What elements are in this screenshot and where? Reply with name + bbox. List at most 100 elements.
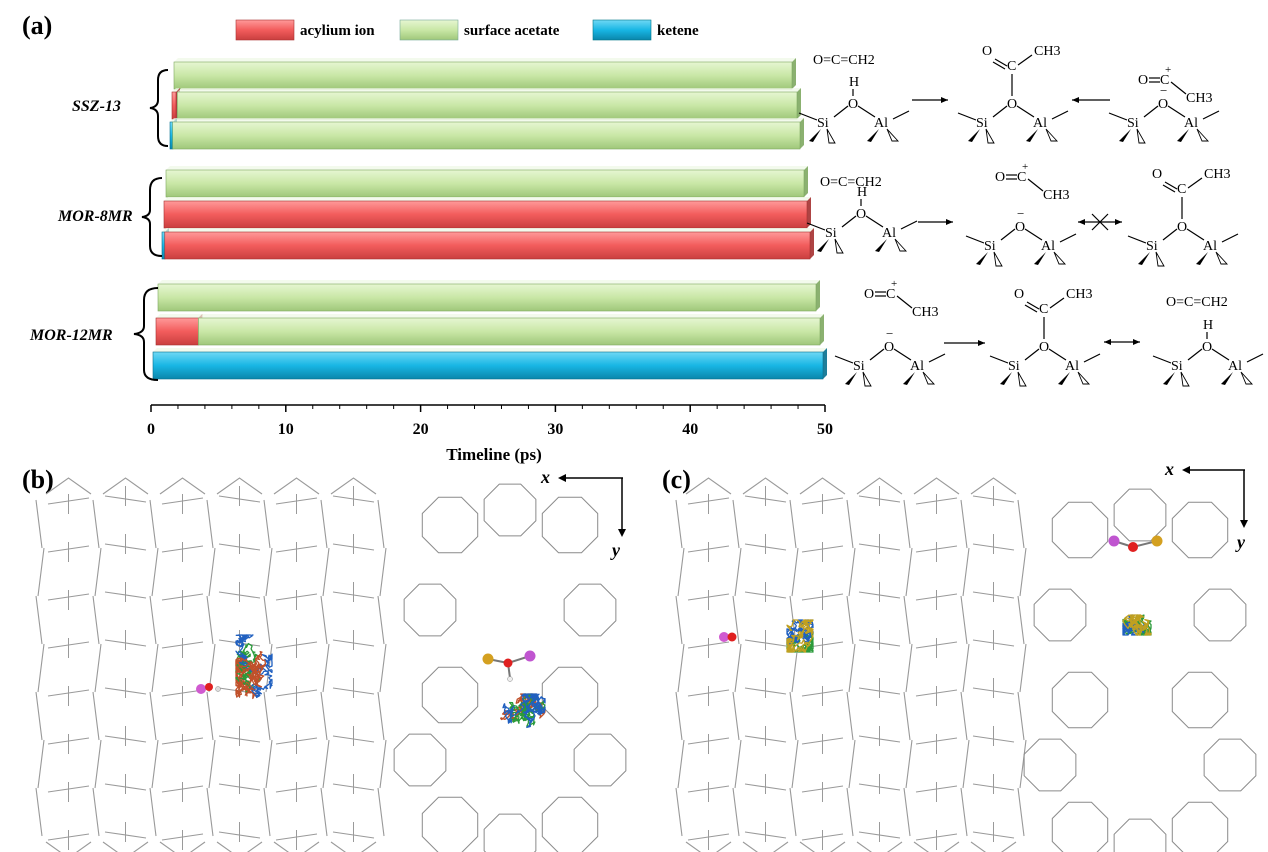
svg-text:O: O	[864, 287, 874, 302]
svg-text:CH3: CH3	[1186, 91, 1212, 106]
x-tick-label-30: 30	[547, 421, 563, 438]
svg-text:CH3: CH3	[1034, 44, 1060, 59]
atom-b-top-o	[503, 658, 513, 668]
bar-0-0-0	[173, 58, 796, 90]
bar-segment-acylium-ion	[171, 91, 177, 120]
panel-label-b: (b)	[22, 465, 54, 494]
svg-text:O=C=CH2: O=C=CH2	[813, 53, 875, 68]
bar-segment-acylium-ion	[163, 200, 808, 229]
svg-text:O: O	[1015, 220, 1025, 235]
axes-indicator-c: x y	[1164, 459, 1248, 552]
svg-text:C: C	[886, 287, 895, 302]
svg-text:Al: Al	[1203, 239, 1217, 254]
trajectory-c-top	[1122, 614, 1152, 636]
bar-segment-surface-acetate	[198, 317, 821, 346]
x-tick-label-40: 40	[682, 421, 698, 438]
svg-text:C: C	[1039, 302, 1048, 317]
svg-text:C: C	[1160, 73, 1169, 88]
svg-text:O: O	[1007, 97, 1017, 112]
panel-label-c: (c)	[662, 465, 691, 494]
svg-text:Al: Al	[910, 359, 924, 374]
bar-segment-surface-acetate	[172, 121, 801, 150]
svg-text:C: C	[1177, 182, 1186, 197]
atom-c-side-2	[727, 632, 737, 642]
svg-text:−: −	[1017, 206, 1024, 221]
svg-text:Si: Si	[853, 359, 865, 374]
svg-text:+: +	[1022, 161, 1028, 173]
x-tick-label-20: 20	[413, 421, 429, 438]
bar-1-2-1	[164, 228, 814, 260]
bar-0-1-1	[177, 88, 801, 120]
x-tick-label-10: 10	[278, 421, 294, 438]
axis-x-label-b: x	[540, 467, 550, 487]
bar-0-2-1	[172, 118, 804, 150]
bar-segment-surface-acetate	[177, 91, 798, 120]
bar-segment-acylium-ion	[155, 317, 199, 346]
framework-b-top-view	[393, 483, 627, 852]
svg-text:O: O	[848, 97, 858, 112]
svg-text:Al: Al	[882, 226, 896, 241]
svg-text:Si: Si	[976, 116, 988, 131]
atom-c-top-al	[1151, 535, 1163, 547]
svg-text:−: −	[886, 326, 893, 341]
panel-label-a: (a)	[22, 11, 52, 40]
framework-c-side-view	[675, 477, 1027, 852]
legend-swatch-acylium	[235, 19, 295, 41]
molecules-b	[196, 634, 546, 729]
svg-text:O: O	[982, 44, 992, 59]
group-label-mor8: MOR-8MR	[57, 208, 133, 225]
svg-text:H: H	[849, 75, 859, 90]
molecules-c	[719, 535, 1163, 653]
atom-b-side-2	[205, 683, 213, 691]
svg-text:O=C=CH2: O=C=CH2	[820, 175, 882, 190]
bar-1-0-0	[165, 166, 808, 198]
timeline-bars	[152, 58, 827, 380]
bar-1-1-0	[163, 197, 811, 229]
bar-segment-acylium-ion	[164, 231, 811, 260]
trajectory-c-side	[786, 619, 814, 653]
svg-text:C: C	[1017, 170, 1026, 185]
svg-text:Si: Si	[825, 226, 837, 241]
brace-mor8	[141, 177, 163, 257]
svg-text:Al: Al	[1065, 359, 1079, 374]
axis-y-label-c: y	[1235, 532, 1246, 552]
svg-text:O: O	[1138, 73, 1148, 88]
legend-label-acylium: acylium ion	[300, 23, 375, 39]
legend-swatch-ketene	[592, 19, 652, 41]
svg-text:O: O	[1014, 287, 1024, 302]
group-label-ssz13: SSZ-13	[72, 98, 121, 115]
svg-text:C: C	[1007, 59, 1016, 74]
axes-indicator-b: x y	[540, 467, 626, 560]
bar-segment-surface-acetate	[157, 283, 817, 312]
svg-text:−: −	[1160, 83, 1167, 98]
atom-b-top-h	[507, 676, 513, 682]
svg-text:Si: Si	[1127, 116, 1139, 131]
svg-text:Si: Si	[1008, 359, 1020, 374]
svg-text:O: O	[1177, 220, 1187, 235]
bar-segment-surface-acetate	[165, 169, 805, 198]
group-labels: SSZ-13 MOR-8MR MOR-12MR	[29, 69, 169, 381]
svg-text:+: +	[1165, 64, 1171, 76]
bar-2-2-0	[152, 348, 827, 380]
svg-text:CH3: CH3	[1043, 188, 1069, 203]
atom-c-top-o	[1128, 542, 1138, 552]
atom-c-side-1	[719, 632, 729, 642]
atom-b-top-si	[524, 650, 536, 662]
svg-text:CH3: CH3	[1204, 167, 1230, 182]
group-label-mor12: MOR-12MR	[29, 327, 113, 344]
legend-swatch-acetate	[399, 19, 459, 41]
x-tick-label-0: 0	[147, 421, 155, 438]
brace-ssz13	[149, 69, 169, 147]
svg-text:Si: Si	[984, 239, 996, 254]
svg-text:Si: Si	[817, 116, 829, 131]
atom-b-top-al	[482, 653, 494, 665]
svg-text:O: O	[856, 207, 866, 222]
svg-text:O=C=CH2: O=C=CH2	[1166, 295, 1228, 310]
svg-text:Al: Al	[1228, 359, 1242, 374]
atom-c-top-si	[1108, 535, 1120, 547]
svg-text:O: O	[1039, 340, 1049, 355]
svg-text:O: O	[1152, 167, 1162, 182]
